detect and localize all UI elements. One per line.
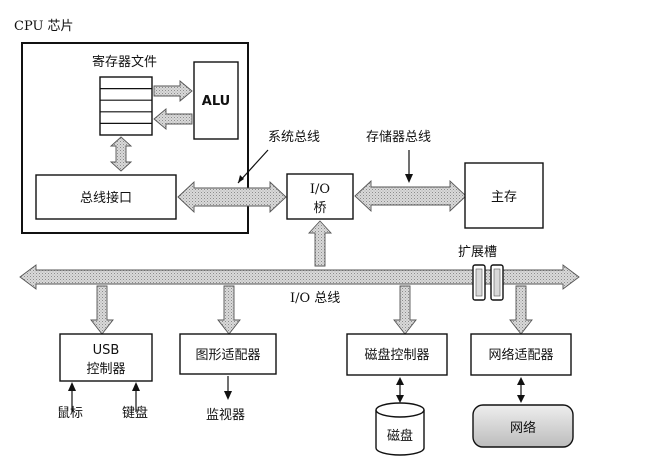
network-adapter-box	[470, 333, 572, 376]
disk-controller-label: 磁盘控制器	[364, 347, 429, 363]
memory-bus	[354, 179, 467, 213]
system-bus-pointer	[237, 149, 269, 184]
disk-label: 磁盘	[387, 428, 413, 444]
regfile-bus-interface-arrow	[109, 136, 133, 172]
io-bridge-box	[286, 173, 354, 220]
expansion-slots-label: 扩展槽	[458, 245, 497, 260]
graphics-adapter-label: 图形适配器	[195, 348, 260, 363]
expansion-slots	[472, 264, 504, 301]
mouse-label: 鼠标	[57, 406, 83, 421]
cpu-chip-title: CPU 芯片	[14, 19, 74, 34]
network-adapter-label: 网络适配器	[488, 347, 553, 363]
usb-controller-label-line1: USB	[93, 343, 120, 358]
network-box	[472, 404, 574, 448]
io-bridge-label-line1: I/O	[310, 182, 330, 197]
disk-cylinder	[375, 402, 425, 456]
graphics-adapter-box	[179, 333, 277, 375]
register-file	[99, 76, 153, 136]
io-bus-to-usb-arrow	[90, 285, 114, 335]
alu-label: ALU	[202, 94, 230, 109]
network-label: 网络	[510, 420, 536, 436]
alu-to-regfile-arrow	[153, 108, 193, 130]
main-memory-box	[464, 162, 544, 229]
system-bus	[177, 180, 287, 214]
memory-bus-label: 存储器总线	[366, 130, 431, 145]
io-bus-label: I/O 总线	[290, 291, 340, 306]
bridge-io-bus-connector	[307, 220, 333, 267]
usb-controller-label-line2: 控制器	[86, 362, 125, 377]
keyboard-label: 键盘	[122, 405, 148, 421]
disk-controller-box	[346, 333, 448, 376]
io-bridge-label-line2: 桥	[313, 201, 326, 216]
regfile-to-alu-arrow	[153, 80, 193, 102]
io-bus-to-network-adapter-arrow	[509, 285, 533, 335]
alu-box	[193, 61, 239, 140]
bus-interface-box	[35, 174, 177, 220]
io-bus-to-disk-controller-arrow	[393, 285, 417, 335]
usb-controller-box	[59, 333, 153, 382]
system-bus-label: 系统总线	[268, 130, 320, 145]
register-file-label: 寄存器文件	[92, 54, 157, 70]
main-memory-label: 主存	[491, 190, 517, 205]
io-bus-to-graphics-arrow	[217, 285, 241, 335]
io-bus	[19, 264, 580, 290]
monitor-label: 监视器	[206, 408, 245, 423]
bus-interface-label: 总线接口	[80, 190, 132, 206]
